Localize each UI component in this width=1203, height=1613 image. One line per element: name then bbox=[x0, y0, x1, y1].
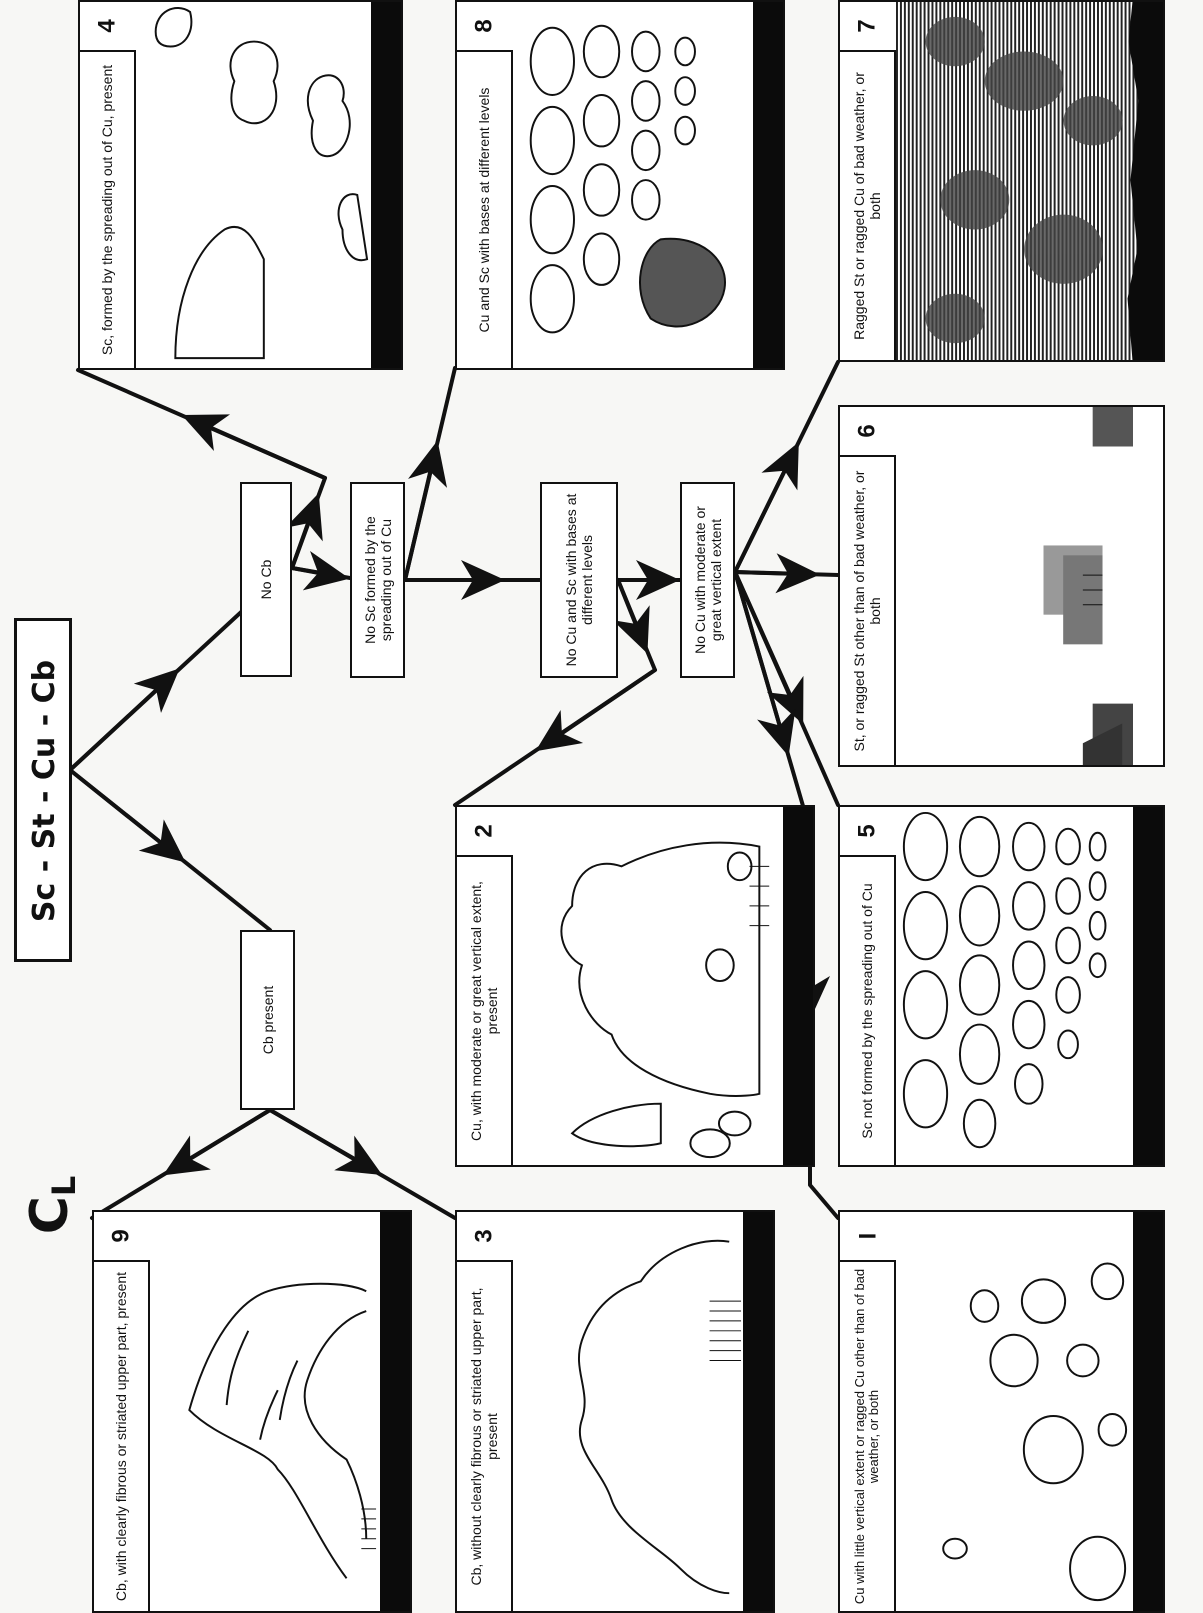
cloud-group-text: Sc - St - Cu - Cb bbox=[26, 659, 62, 923]
panel-4: Sc, formed by the spreading out of Cu, p… bbox=[78, 0, 403, 370]
cumulus-and-stratocumulus-illustration bbox=[513, 2, 753, 368]
panel-2-ground bbox=[783, 807, 813, 1165]
panel-8-number: 8 bbox=[457, 2, 513, 52]
panel-1-caption-strip: Cu with little vertical extent or ragged… bbox=[840, 1212, 896, 1611]
panel-3-ground bbox=[743, 1212, 773, 1611]
panel-1-caption: Cu with little vertical extent or ragged… bbox=[852, 1268, 881, 1605]
panel-3-caption: Cb, without clearly fibrous or striated … bbox=[468, 1287, 500, 1586]
panel-1-ground bbox=[1133, 1212, 1163, 1611]
decision-no-cu-sc-levels: No Cu and Sc with bases at different lev… bbox=[540, 482, 618, 678]
panel-2-caption-strip: Cu, with moderate or great vertical exte… bbox=[457, 807, 513, 1165]
decision-no-cu-sc-label: No Cu and Sc with bases at different lev… bbox=[563, 493, 595, 667]
panel-9: Cb, with clearly fibrous or striated upp… bbox=[92, 1210, 412, 1613]
panel-5: Sc not formed by the spreading out of Cu… bbox=[838, 805, 1165, 1167]
panel-2-number: 2 bbox=[457, 807, 513, 857]
panel-4-number: 4 bbox=[80, 2, 136, 52]
title-main: C bbox=[20, 1196, 80, 1235]
panel-6-caption: St, or ragged St other than of bad weath… bbox=[851, 470, 883, 752]
panel-9-caption: Cb, with clearly fibrous or striated upp… bbox=[113, 1271, 129, 1602]
panel-7: Ragged St or ragged Cu of bad weather, o… bbox=[838, 0, 1165, 362]
panel-9-caption-strip: Cb, with clearly fibrous or striated upp… bbox=[94, 1212, 150, 1611]
cumulonimbus-calvus-illustration bbox=[513, 1212, 743, 1611]
panel-7-number: 7 bbox=[840, 2, 896, 52]
panel-8-ground bbox=[753, 2, 783, 368]
bad-weather-ragged-cloud-illustration bbox=[896, 2, 1163, 360]
panel-4-ground bbox=[371, 2, 401, 368]
panel-1-number: I bbox=[840, 1212, 896, 1262]
cloud-group-label: Sc - St - Cu - Cb bbox=[14, 618, 72, 962]
panel-6: St, or ragged St other than of bad weath… bbox=[838, 405, 1165, 767]
panel-8-caption: Cu and Sc with bases at different levels bbox=[476, 87, 492, 333]
decision-cb-present: Cb present bbox=[240, 930, 295, 1110]
panel-3: Cb, without clearly fibrous or striated … bbox=[455, 1210, 775, 1613]
decision-cb-present-label: Cb present bbox=[259, 985, 276, 1055]
decision-no-cu-vertical: No Cu with moderate or great vertical ex… bbox=[680, 482, 735, 678]
panel-8-caption-strip: Cu and Sc with bases at different levels bbox=[457, 2, 513, 368]
cumulonimbus-anvil-illustration bbox=[150, 1212, 380, 1611]
panel-4-caption: Sc, formed by the spreading out of Cu, p… bbox=[99, 64, 115, 356]
panel-2-caption: Cu, with moderate or great vertical exte… bbox=[468, 881, 500, 1141]
decision-no-sc-label: No Sc formed by the spreading out of Cu bbox=[361, 516, 394, 644]
title-subscript: L bbox=[45, 1175, 83, 1197]
panel-7-caption: Ragged St or ragged Cu of bad weather, o… bbox=[851, 72, 883, 340]
decision-no-cu-vertical-label: No Cu with moderate or great vertical ex… bbox=[691, 506, 724, 654]
panel-3-number: 3 bbox=[457, 1212, 513, 1262]
decision-no-cb-label: No Cb bbox=[258, 559, 274, 600]
panel-5-caption-strip: Sc not formed by the spreading out of Cu bbox=[840, 807, 896, 1165]
panel-2: Cu, with moderate or great vertical exte… bbox=[455, 805, 815, 1167]
decision-no-sc-spreading: No Sc formed by the spreading out of Cu bbox=[350, 482, 405, 678]
decision-no-cb: No Cb bbox=[240, 482, 292, 677]
spreading-cumulus-illustration bbox=[136, 2, 371, 368]
panel-3-caption-strip: Cb, without clearly fibrous or striated … bbox=[457, 1212, 513, 1611]
panel-8: Cu and Sc with bases at different levels… bbox=[455, 0, 785, 370]
stratus-fog-illustration bbox=[896, 407, 1133, 765]
panel-9-number: 9 bbox=[94, 1212, 150, 1262]
towering-cumulus-illustration bbox=[513, 807, 783, 1165]
small-cumulus-illustration bbox=[896, 1212, 1133, 1611]
stratocumulus-field-illustration bbox=[896, 807, 1133, 1165]
panel-7-caption-strip: Ragged St or ragged Cu of bad weather, o… bbox=[840, 2, 896, 360]
panel-4-caption-strip: Sc, formed by the spreading out of Cu, p… bbox=[80, 2, 136, 368]
panel-5-number: 5 bbox=[840, 807, 896, 857]
panel-6-caption-strip: St, or ragged St other than of bad weath… bbox=[840, 407, 896, 765]
panel-6-number: 6 bbox=[840, 407, 896, 457]
panel-5-caption: Sc not formed by the spreading out of Cu bbox=[859, 883, 875, 1139]
panel-5-ground bbox=[1133, 807, 1163, 1165]
panel-1: Cu with little vertical extent or ragged… bbox=[838, 1210, 1165, 1613]
panel-9-ground bbox=[380, 1212, 410, 1611]
